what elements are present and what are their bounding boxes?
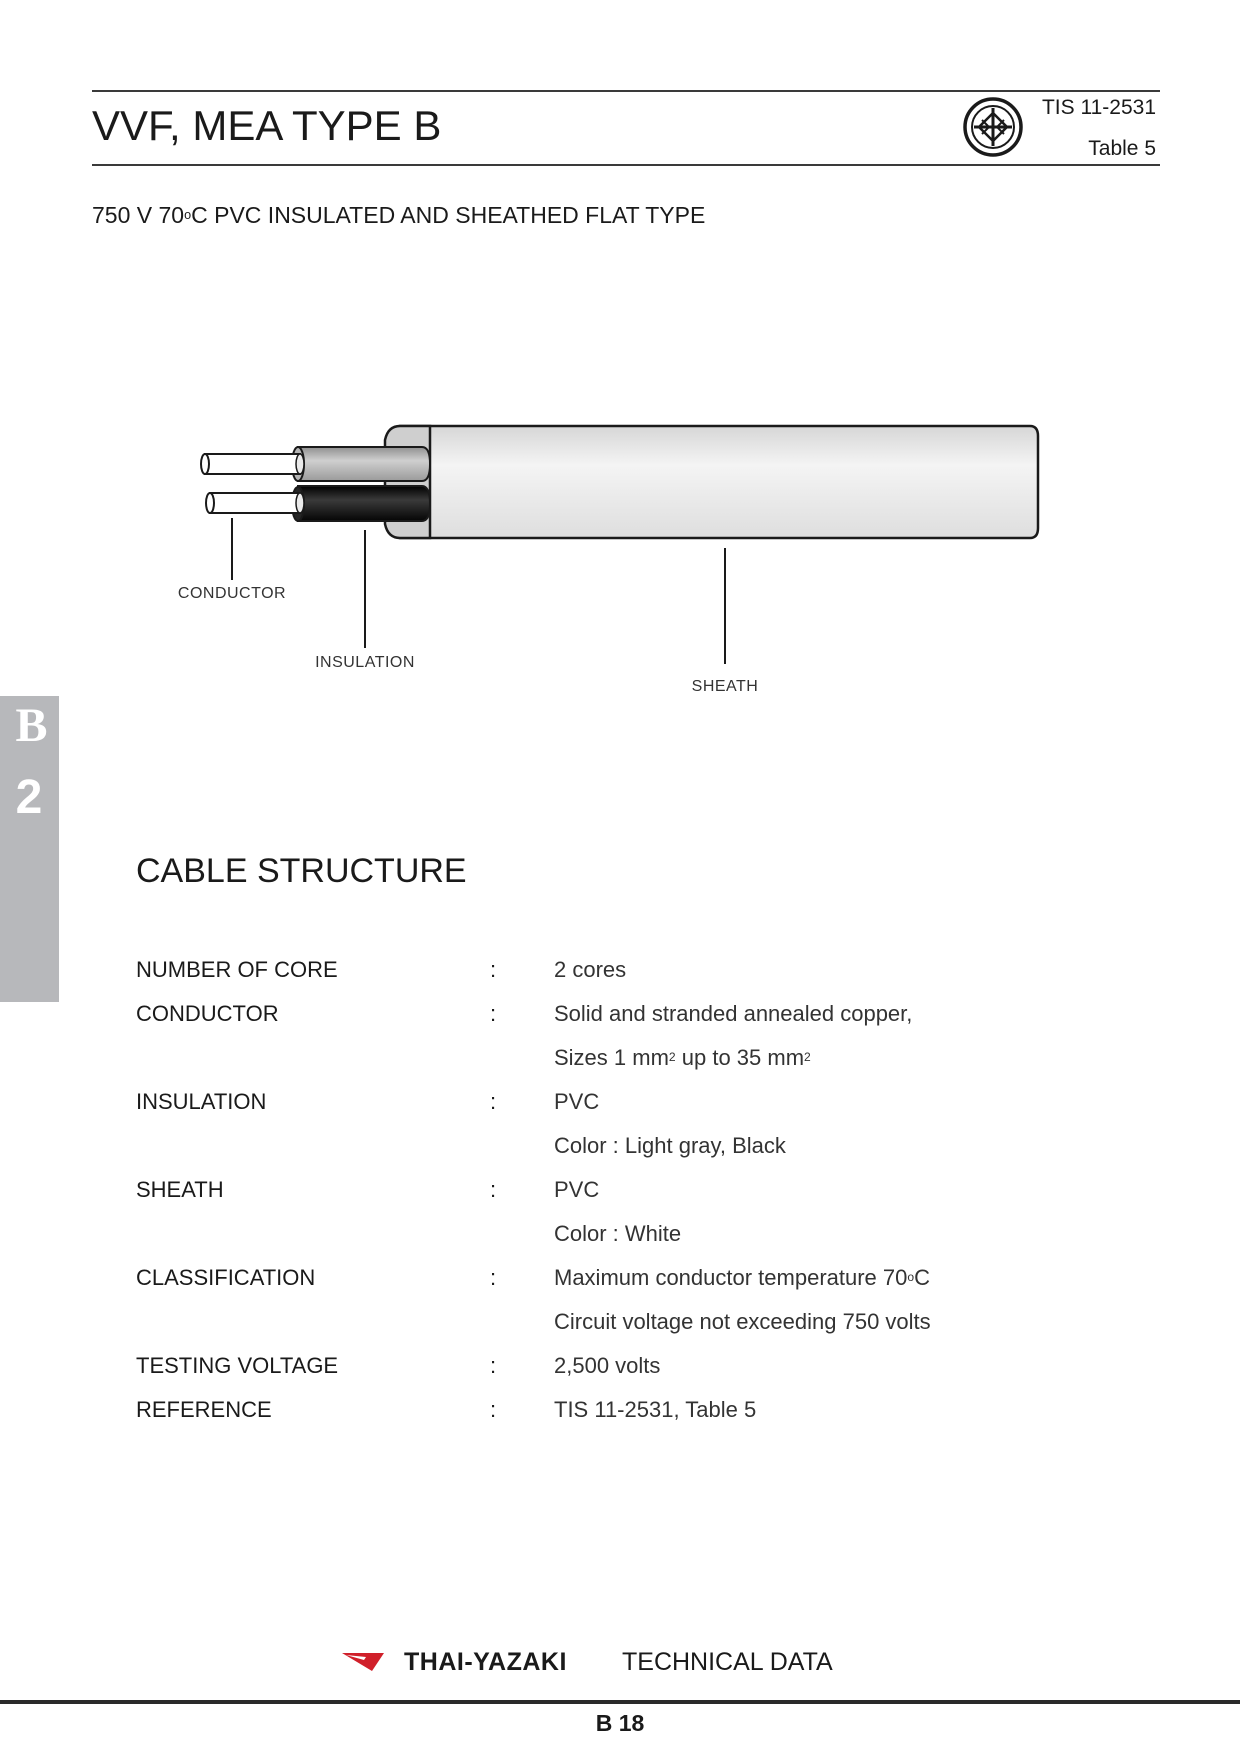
spec-label: CONDUCTOR bbox=[136, 1001, 279, 1026]
spec-value: TIS 11-2531, Table 5 bbox=[554, 1397, 757, 1422]
spec-label: NUMBER OF CORE bbox=[136, 957, 338, 982]
spec-row: REFERENCE : TIS 11-2531, Table 5 bbox=[136, 1388, 1136, 1432]
spec-colon: : bbox=[490, 1353, 497, 1378]
spec-colon: : bbox=[490, 1177, 497, 1202]
spec-row: CLASSIFICATION : Maximum conductor tempe… bbox=[136, 1256, 1136, 1300]
spec-value: Color : White bbox=[554, 1221, 682, 1246]
spec-row: Sizes 1 mm2 up to 35 mm2 bbox=[136, 1036, 1136, 1080]
spec-row: NUMBER OF CORE : 2 cores bbox=[136, 948, 1136, 992]
section-title: CABLE STRUCTURE bbox=[136, 852, 467, 890]
standard-table: Table 5 bbox=[1088, 137, 1156, 160]
spec-value: Circuit voltage not exceeding 750 volts bbox=[554, 1309, 931, 1334]
sheath-label: SHEATH bbox=[692, 678, 759, 695]
spec-colon: : bbox=[490, 1089, 497, 1114]
header-bottom-rule bbox=[92, 164, 1160, 166]
footer-rule bbox=[0, 1700, 1240, 1704]
spec-label: SHEATH bbox=[136, 1177, 224, 1202]
spec-row: TESTING VOLTAGE : 2,500 volts bbox=[136, 1344, 1136, 1388]
standard-code: TIS 11-2531 bbox=[1041, 96, 1156, 119]
spec-label: TESTING VOLTAGE bbox=[136, 1353, 339, 1378]
spec-value: Maximum conductor temperature 70oC bbox=[554, 1265, 930, 1290]
cable-diagram: CONDUCTOR INSULATION SHEATH bbox=[178, 424, 1040, 695]
spec-value: Sizes 1 mm2 up to 35 mm2 bbox=[554, 1045, 811, 1070]
side-tab-number: 2 bbox=[15, 771, 43, 824]
spec-value: PVC bbox=[554, 1177, 600, 1202]
insulation-label: INSULATION bbox=[315, 654, 415, 671]
brand-logo-icon bbox=[342, 1653, 384, 1671]
conductor-part bbox=[200, 453, 305, 514]
spec-colon: : bbox=[490, 1265, 497, 1290]
spec-row: Circuit voltage not exceeding 750 volts bbox=[136, 1300, 1136, 1344]
spec-value: 2,500 volts bbox=[554, 1353, 661, 1378]
spec-colon: : bbox=[490, 1397, 497, 1422]
spec-value: Solid and stranded annealed copper, bbox=[554, 1001, 913, 1026]
spec-label: INSULATION bbox=[136, 1089, 267, 1114]
page-number: B 18 bbox=[595, 1710, 645, 1736]
spec-label: REFERENCE bbox=[136, 1397, 272, 1422]
brand-tagline: TECHNICAL DATA bbox=[622, 1648, 833, 1676]
conductor-label: CONDUCTOR bbox=[178, 585, 286, 602]
sheath-part bbox=[383, 424, 1040, 540]
spec-row: Color : White bbox=[136, 1212, 1136, 1256]
spec-row: Color : Light gray, Black bbox=[136, 1124, 1136, 1168]
spec-row: SHEATH : PVC bbox=[136, 1168, 1136, 1212]
tis-certification-icon bbox=[963, 97, 1023, 157]
header-top-rule bbox=[92, 90, 1160, 92]
cable-subtitle: 750 V 70oC PVC INSULATED AND SHEATHED FL… bbox=[92, 202, 706, 228]
spec-row: CONDUCTOR : Solid and stranded annealed … bbox=[136, 992, 1136, 1036]
section-side-tab bbox=[0, 696, 59, 1002]
spec-table: NUMBER OF CORE : 2 cores CONDUCTOR : Sol… bbox=[136, 948, 1136, 1432]
spec-row: INSULATION : PVC bbox=[136, 1080, 1136, 1124]
spec-value: PVC bbox=[554, 1089, 600, 1114]
spec-value: 2 cores bbox=[554, 957, 627, 982]
brand-name: THAI-YAZAKI bbox=[404, 1648, 567, 1676]
side-tab-letter: B bbox=[15, 699, 48, 752]
page-title: VVF, MEA TYPE B bbox=[92, 102, 442, 149]
spec-value: Color : Light gray, Black bbox=[554, 1133, 786, 1158]
spec-colon: : bbox=[490, 1001, 497, 1026]
spec-label: CLASSIFICATION bbox=[136, 1265, 316, 1290]
spec-colon: : bbox=[490, 957, 497, 982]
